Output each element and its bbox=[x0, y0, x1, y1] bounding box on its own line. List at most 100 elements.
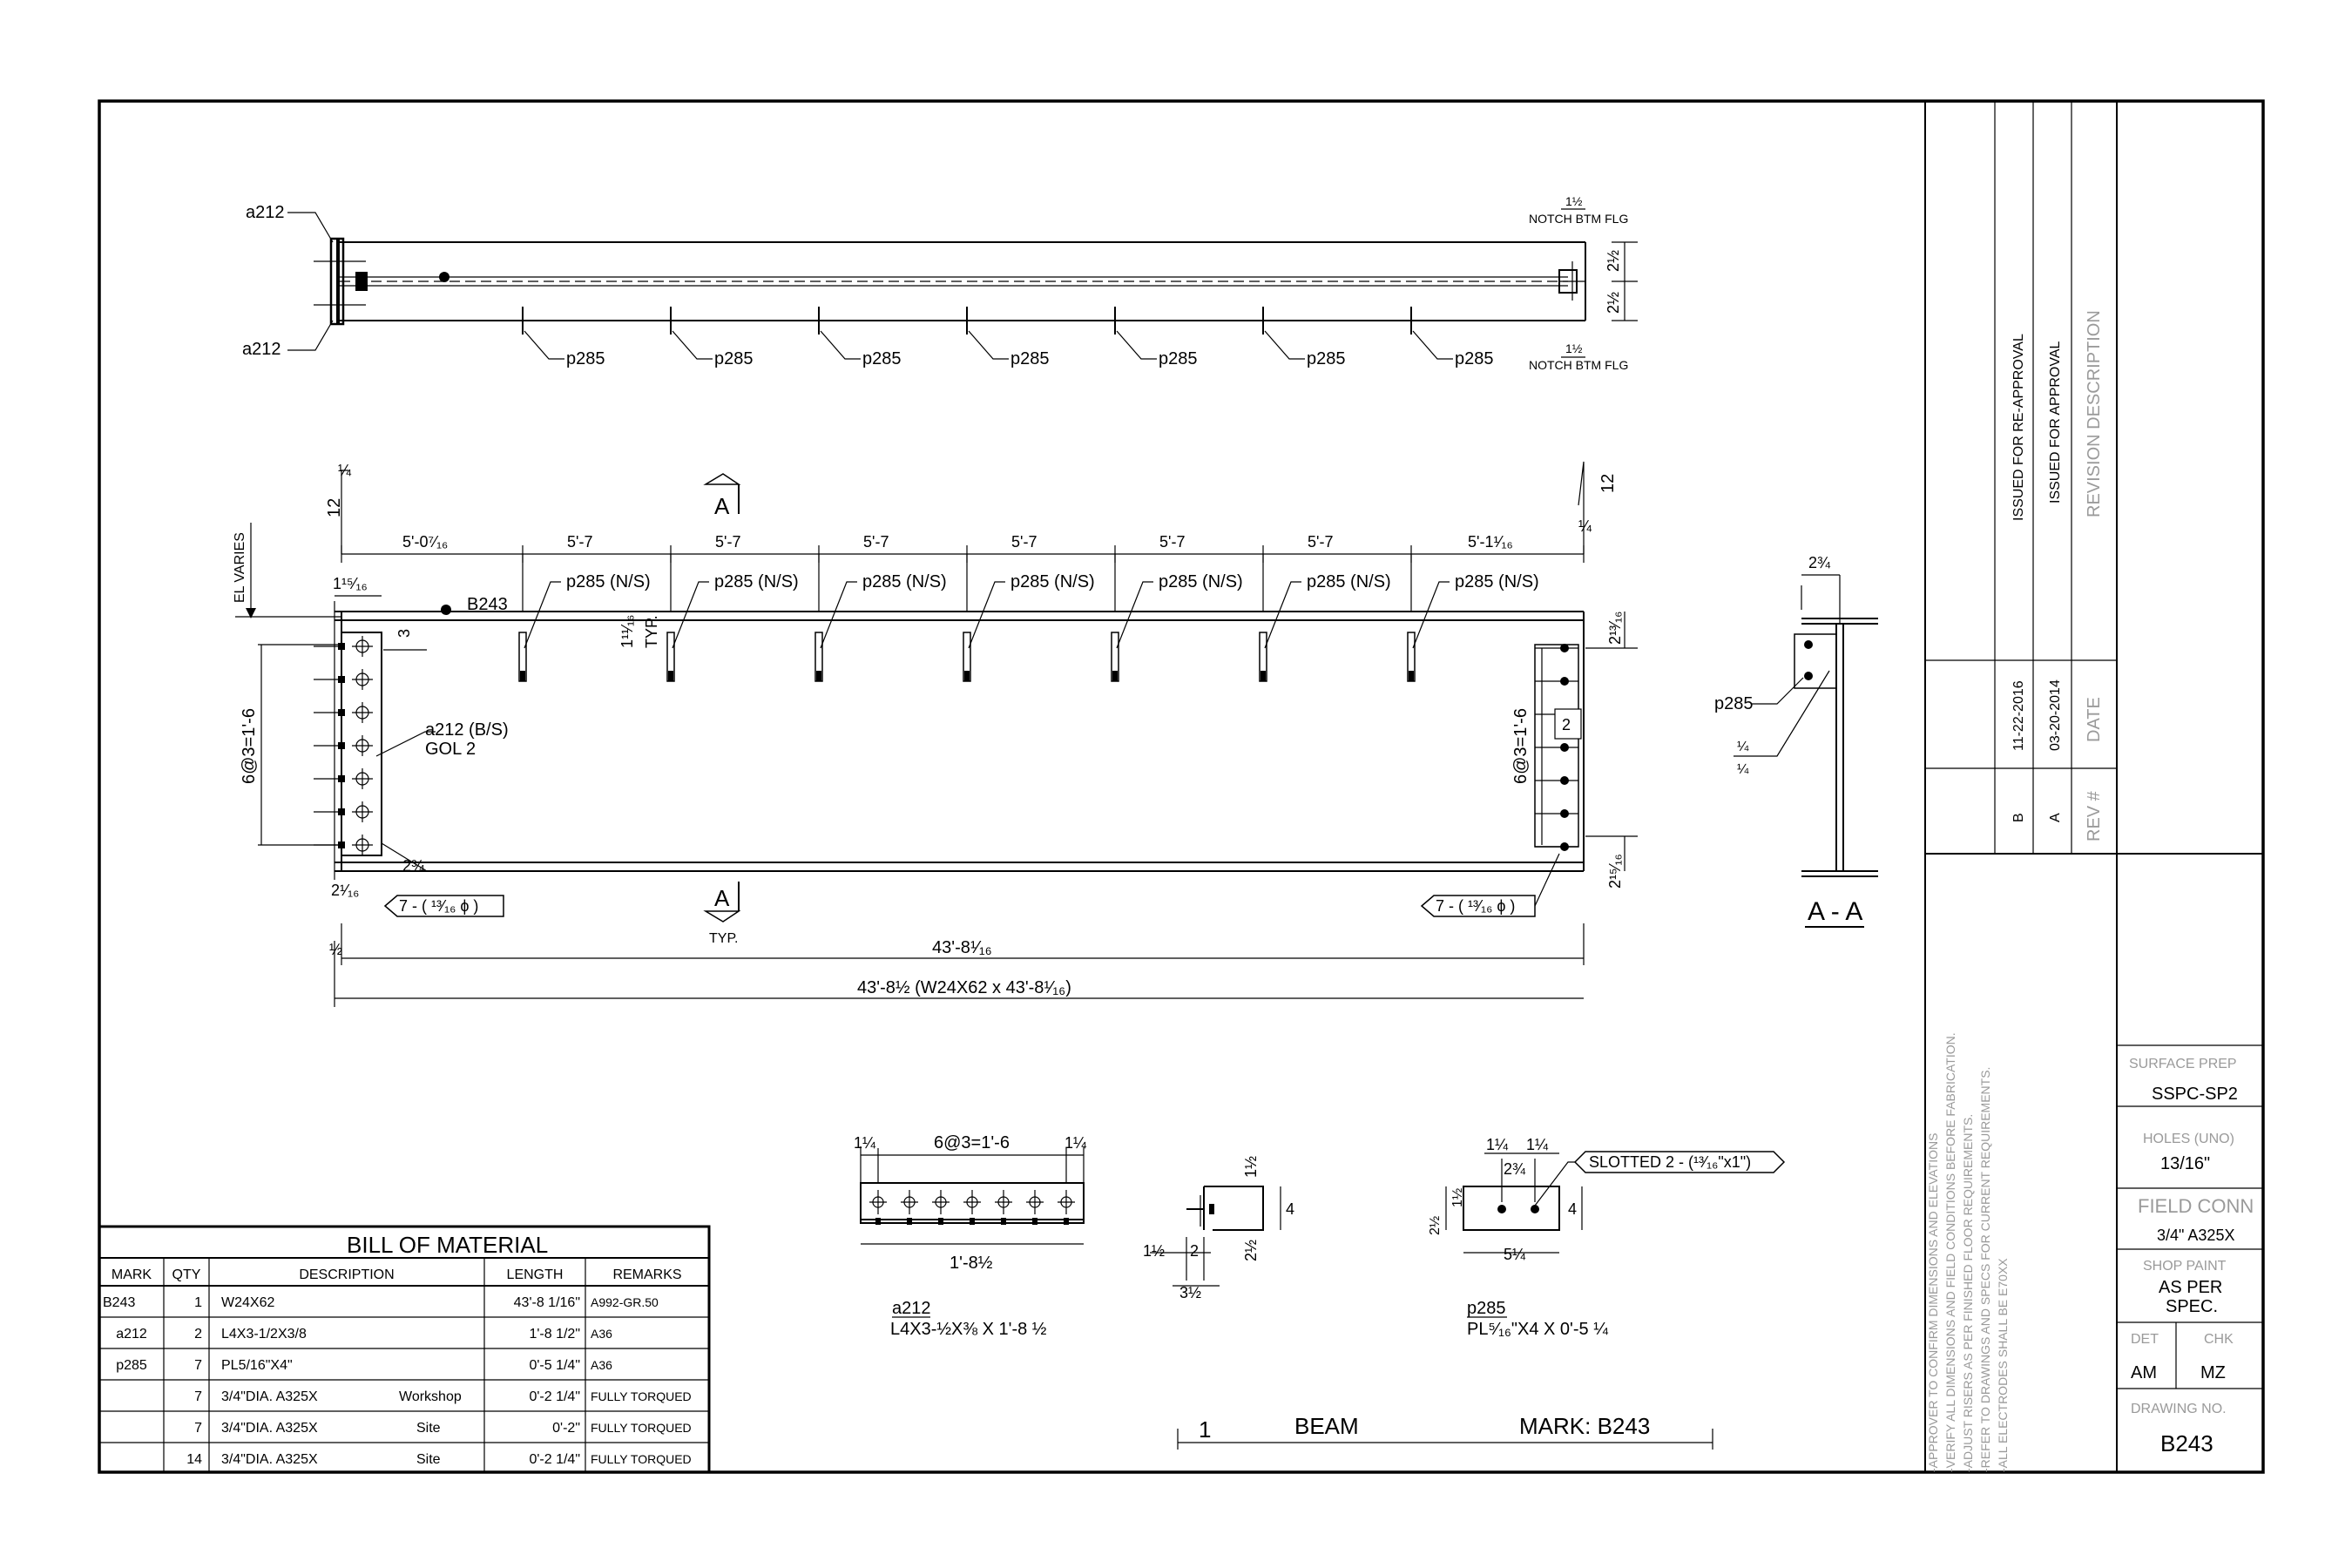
p285-detail-desc: PL⁵⁄₁₆"X4 X 0'-5 ¼ bbox=[1467, 1320, 1608, 1339]
total-dim: 43'-8½ (W24X62 x 43'-8¹⁄₁₆) bbox=[857, 978, 1071, 997]
p285-dim-2-3-4: 2¾ bbox=[1504, 1160, 1526, 1178]
el-varies-label: EL VARIES bbox=[233, 532, 247, 603]
bom-mark: a212 bbox=[116, 1327, 147, 1342]
bom-length: 0'-2" bbox=[552, 1421, 580, 1436]
stiffener-label: p285 (N/S) bbox=[862, 572, 947, 591]
bom-header: LENGTH bbox=[507, 1267, 564, 1282]
dim-1-15-16: 1¹⁵⁄₁₆ bbox=[333, 575, 368, 592]
angle-dim-1-half: 1½ bbox=[1242, 1156, 1260, 1178]
elevation-view: p285 (N/S) p285 (N/S) p285 (N/S) p285 (N/S)… bbox=[233, 461, 1638, 1007]
detail-p285: 1¼ 1¼ 2¾ 1½ 2½ 4 5¼ SLOTTED 2 - (¹³⁄₁₆"x… bbox=[1428, 1136, 1786, 1339]
slope-rise-right: 12 bbox=[1598, 474, 1618, 493]
bom-qty: 14 bbox=[186, 1452, 202, 1467]
bom-remarks: A992-GR.50 bbox=[591, 1295, 659, 1309]
angle-dim-4: 4 bbox=[1286, 1200, 1294, 1218]
spacing-dim: 5'-7 bbox=[1011, 533, 1037, 551]
bom-desc: W24X62 bbox=[221, 1295, 274, 1310]
a212-end-dim-left: 1¼ bbox=[854, 1134, 876, 1152]
stiffener-label: p285 (N/S) bbox=[1455, 572, 1539, 591]
spacing-dim: 5'-7 bbox=[715, 533, 740, 551]
angle-dim-1-half-b: 1½ bbox=[1143, 1242, 1165, 1260]
drawing-caption: 1 BEAM MARK: B243 bbox=[1177, 1413, 1713, 1450]
p285-dim-1-quarter-left: 1¼ bbox=[1486, 1136, 1509, 1153]
angle-dim-2-half: 2½ bbox=[1242, 1240, 1260, 1261]
dim-2-3-4: 2¾ bbox=[402, 857, 425, 875]
elev-a212-label: a212 (B/S) bbox=[425, 720, 509, 740]
dim-2-1-16: 2¹⁄₁₆ bbox=[331, 882, 359, 899]
field-conn-value: 3/4" A325X bbox=[2157, 1227, 2234, 1244]
shop-paint-value-2: SPEC. bbox=[2166, 1297, 2218, 1316]
hole-tag-right: 7 - ( ¹³⁄₁₆ ϕ ) bbox=[1436, 897, 1515, 915]
stiffener-label: p285 (N/S) bbox=[1010, 572, 1095, 591]
dim-2-15-16: 2¹⁵⁄₁₆ bbox=[1606, 854, 1624, 889]
bom-qty: 2 bbox=[194, 1327, 202, 1342]
shop-paint-label: SHOP PAINT bbox=[2143, 1259, 2227, 1274]
elev-typ-vertical: TYP. bbox=[643, 615, 660, 648]
bom-qty: 7 bbox=[194, 1389, 202, 1404]
notch-bottom-dim: 1½ bbox=[1565, 341, 1583, 355]
section-weld-bottom: ¼ bbox=[1737, 762, 1749, 777]
rev-a-desc: ISSUED FOR APPROVAL bbox=[2048, 341, 2063, 504]
top-p285-label: p285 bbox=[714, 349, 754, 368]
notch-top-dim: 1½ bbox=[1565, 194, 1583, 208]
bom-location: Site bbox=[416, 1452, 441, 1467]
bom-desc: PL5/16"X4" bbox=[221, 1358, 293, 1373]
section-weld-top: ¼ bbox=[1737, 740, 1749, 754]
caption-mark: MARK: B243 bbox=[1519, 1413, 1650, 1439]
p285-dim-4: 4 bbox=[1568, 1200, 1577, 1218]
right-gage-dim: 6@3=1'-6 bbox=[1511, 708, 1531, 784]
bom-qty: 7 bbox=[194, 1358, 202, 1373]
dim-1-11-16: 1¹¹⁄₁₆ bbox=[618, 615, 636, 648]
section-top-dim: 2¾ bbox=[1808, 554, 1831, 571]
spacing-dim: 5'-1¹⁄₁₆ bbox=[1468, 533, 1513, 551]
bom-desc: 3/4"DIA. A325X bbox=[221, 1389, 318, 1404]
det-value: AM bbox=[2131, 1363, 2157, 1382]
dim-2-13-16: 2¹³⁄₁₆ bbox=[1606, 612, 1624, 645]
notch-top-label: NOTCH BTM FLG bbox=[1529, 212, 1628, 226]
section-a-a: 2¾ p285 ¼ ¼ A - A bbox=[1714, 554, 1878, 928]
dim-half: ½ bbox=[329, 941, 342, 958]
general-note: -REFER TO DRAWINGS AND SPECS FOR CURRENT… bbox=[1978, 1067, 1992, 1472]
slope-run-left: ¼ bbox=[338, 462, 352, 479]
hole-tag-left: 7 - ( ¹³⁄₁₆ ϕ ) bbox=[399, 897, 478, 915]
bom-remarks: FULLY TORQUED bbox=[591, 1389, 692, 1403]
sheet-border bbox=[98, 99, 2265, 1474]
detail-a212: 1¼ 1¼ 6@3=1'-6 1'-8½ a212 L4X3-½X⅜ X 1'-… bbox=[854, 1133, 1087, 1339]
p285-dim-1-quarter-right: 1¼ bbox=[1526, 1136, 1549, 1153]
general-note: -ALL ELECTRODES SHALL BE E70XX bbox=[1996, 1258, 2010, 1472]
chk-value: MZ bbox=[2200, 1363, 2226, 1382]
bom-remarks: FULLY TORQUED bbox=[591, 1452, 692, 1466]
bom-length: 0'-5 1/4" bbox=[529, 1358, 580, 1373]
flange-dim-bottom: 2½ bbox=[1605, 292, 1622, 314]
bom-qty: 7 bbox=[194, 1421, 202, 1436]
bom-remarks: A36 bbox=[591, 1358, 612, 1372]
rev-a-code: A bbox=[2048, 813, 2063, 822]
title-block: ISSUED FOR RE-APPROVAL ISSUED FOR APPROV… bbox=[1924, 101, 2263, 1472]
section-p285-label: p285 bbox=[1714, 694, 1754, 713]
bom-location: Site bbox=[416, 1421, 441, 1436]
shop-paint-value-1: AS PER bbox=[2159, 1278, 2222, 1297]
rev-desc-header: REVISION DESCRIPTION bbox=[2085, 310, 2104, 517]
caption-number: 1 bbox=[1199, 1416, 1211, 1443]
bom-remarks: A36 bbox=[591, 1327, 612, 1341]
bom-length: 1'-8 1/2" bbox=[529, 1327, 580, 1342]
a212-detail-mark: a212 bbox=[892, 1299, 931, 1318]
stiffener-label: p285 (N/S) bbox=[566, 572, 651, 591]
bom-location: Workshop bbox=[399, 1389, 462, 1404]
spacing-dim: 5'-0⁷⁄₁₆ bbox=[402, 533, 448, 551]
section-cut-top: A bbox=[714, 493, 730, 519]
surface-prep-label: SURFACE PREP bbox=[2129, 1057, 2237, 1071]
drawing-no-value: B243 bbox=[2160, 1430, 2213, 1456]
p285-detail-mark: p285 bbox=[1467, 1299, 1506, 1318]
spacing-dim: 5'-7 bbox=[567, 533, 592, 551]
bom-qty: 1 bbox=[194, 1295, 202, 1310]
section-title: A - A bbox=[1808, 897, 1862, 926]
bom-remarks: FULLY TORQUED bbox=[591, 1421, 692, 1435]
rev-b-code: B bbox=[2011, 813, 2026, 822]
bom-length: 43'-8 1/16" bbox=[514, 1295, 580, 1310]
section-typ-label: TYP. bbox=[709, 931, 739, 946]
elev-beam-mark: B243 bbox=[467, 595, 508, 614]
spacing-dim: 5'-7 bbox=[1159, 533, 1185, 551]
